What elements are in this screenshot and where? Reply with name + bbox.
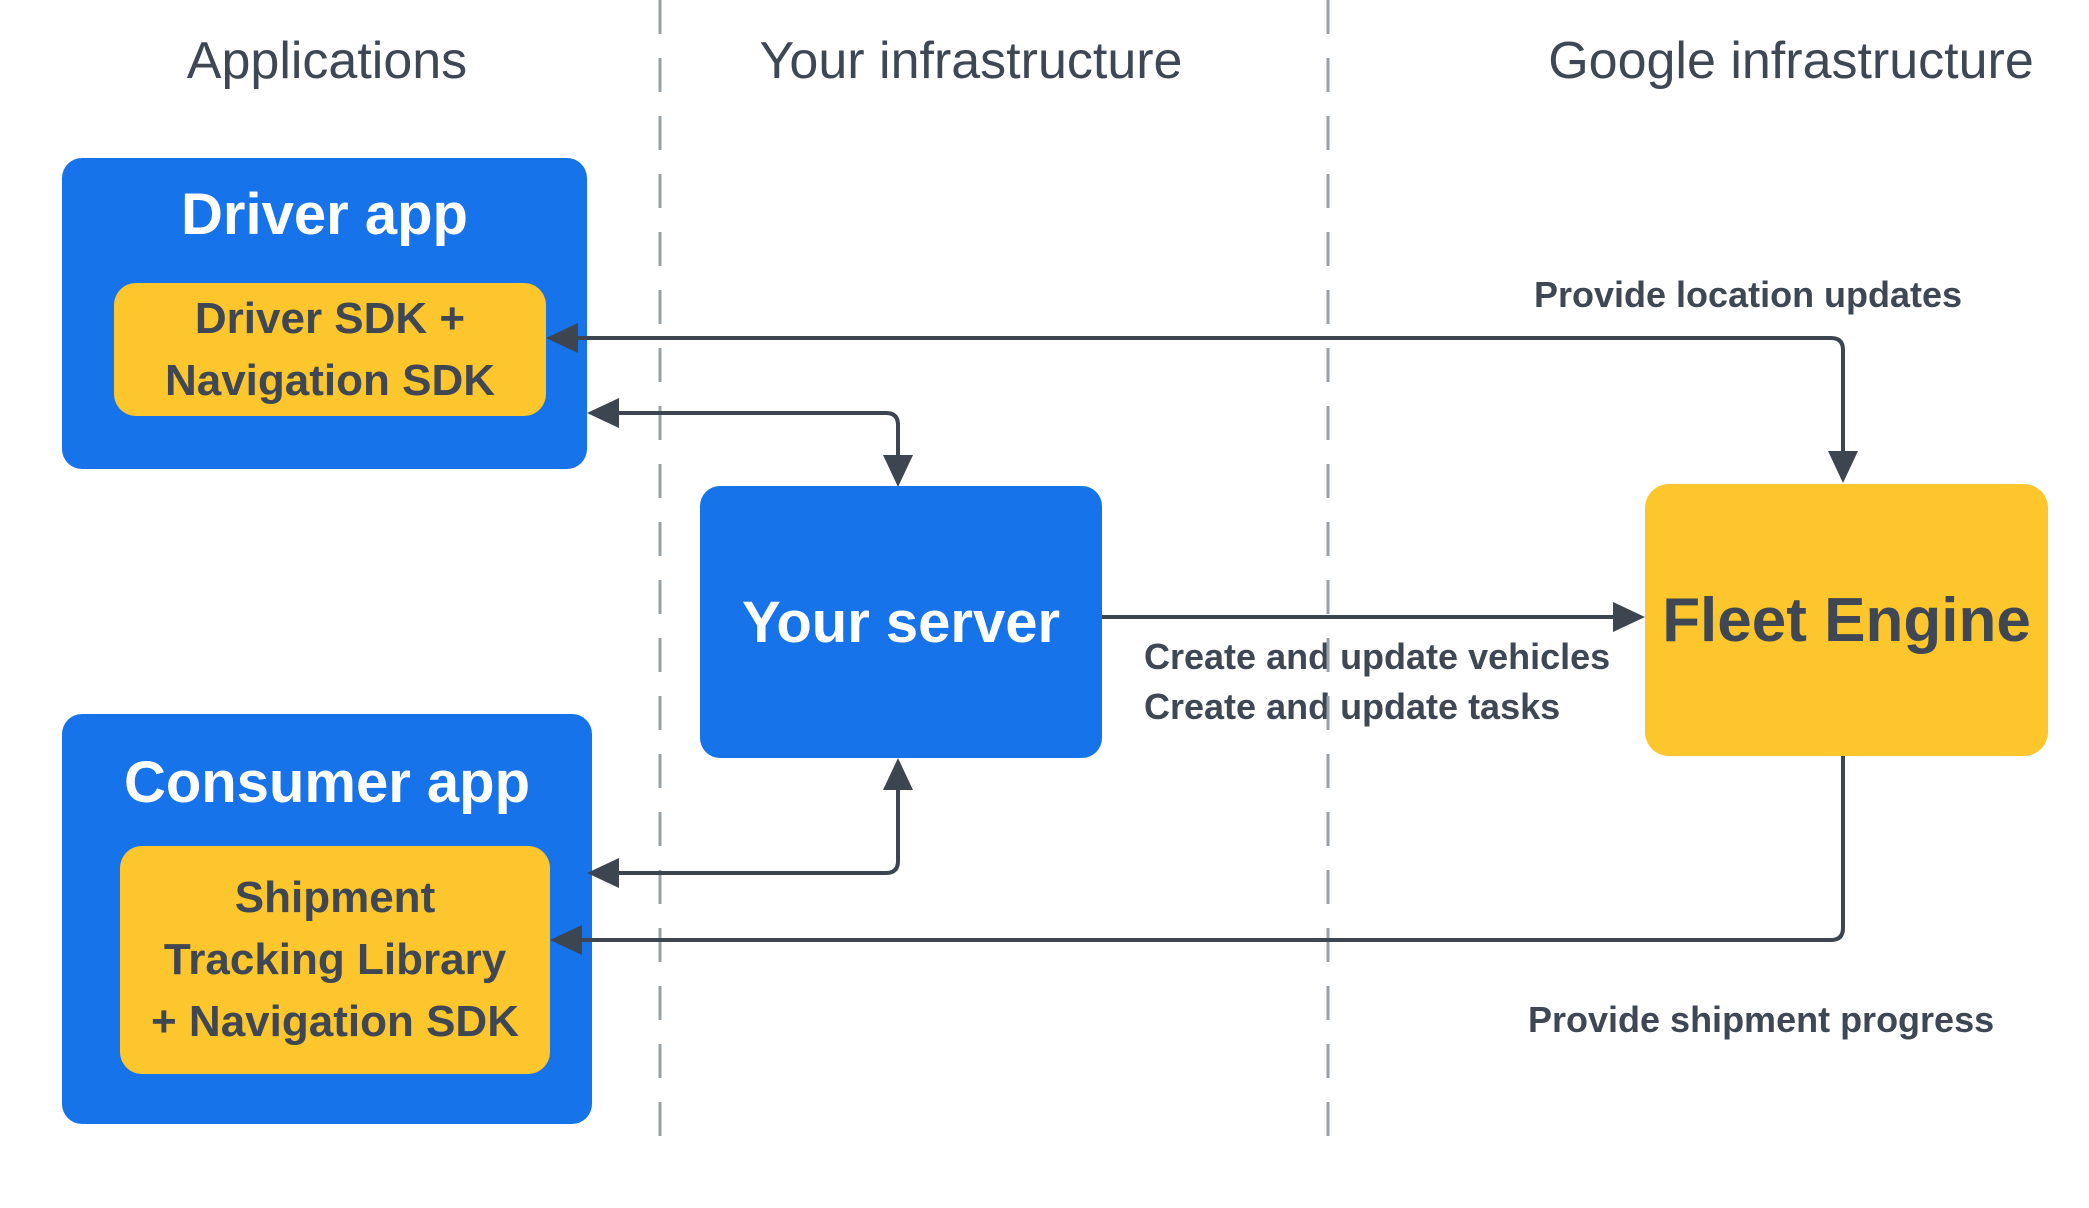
column-header-your-infrastructure: Your infrastructure — [759, 32, 1183, 90]
fleet-engine-box: Fleet Engine — [1645, 484, 2048, 756]
arrowhead-into-your-server-top — [883, 455, 913, 487]
arrow-driver-app-your-server — [587, 398, 913, 487]
arrow-location-updates — [546, 323, 1858, 483]
edge-label-create-update-vehicles: Create and update vehicles — [1144, 636, 1611, 677]
column-header-google-infrastructure: Google infrastructure — [1548, 32, 2034, 90]
driver-sdk-label-line1: Driver SDK + — [194, 293, 466, 343]
driver-sdk-label-line2: Navigation SDK — [164, 355, 496, 405]
shipment-tracking-label-line3: + Navigation SDK — [151, 997, 519, 1046]
shipment-tracking-label-line2: Tracking Library — [163, 935, 507, 984]
shipment-tracking-library-box: Shipment Tracking Library + Navigation S… — [120, 846, 550, 1074]
arrow-shipment-progress — [550, 756, 1845, 955]
arrowhead-into-your-server-bottom — [883, 758, 913, 790]
arrowhead-into-driver-app — [587, 398, 619, 428]
driver-app-box: Driver app Driver SDK + Navigation SDK — [62, 158, 587, 469]
your-server-box: Your server — [700, 486, 1102, 758]
arrow-consumer-app-your-server — [587, 758, 913, 888]
column-header-applications: Applications — [186, 32, 468, 90]
shipment-tracking-label-line1: Shipment — [234, 873, 436, 922]
edge-label-provide-shipment-progress: Provide shipment progress — [1528, 999, 1995, 1040]
arrowhead-into-fleet-engine-top — [1828, 451, 1858, 483]
arrowhead-into-fleet-engine-left — [1613, 602, 1645, 632]
driver-sdk-box: Driver SDK + Navigation SDK — [114, 283, 546, 416]
arrow-server-to-fleet-engine — [1102, 602, 1645, 632]
edge-label-provide-location-updates: Provide location updates — [1534, 274, 1963, 315]
driver-app-title: Driver app — [181, 182, 468, 247]
edge-label-create-update-tasks: Create and update tasks — [1144, 686, 1561, 727]
consumer-app-box: Consumer app Shipment Tracking Library +… — [62, 714, 592, 1124]
your-server-title: Your server — [741, 589, 1061, 655]
fleet-engine-title: Fleet Engine — [1662, 585, 2031, 655]
consumer-app-title: Consumer app — [123, 750, 531, 815]
